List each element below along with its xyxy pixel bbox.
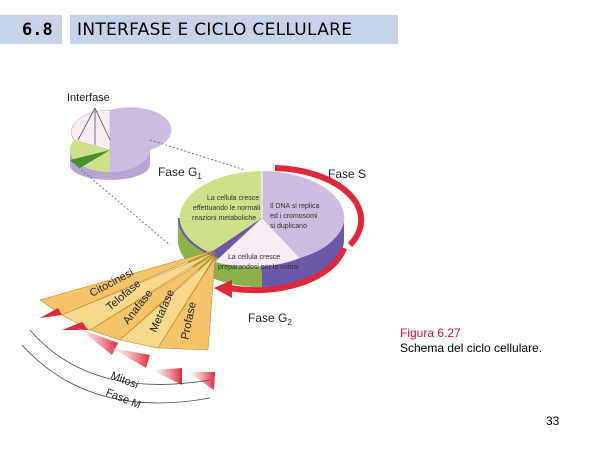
- cycle-arrow-bottom: [229, 246, 347, 294]
- section-number: 6.8: [22, 20, 53, 40]
- g1-label: Fase G1: [158, 165, 202, 181]
- small-pie-s: [110, 107, 172, 172]
- fan-sector-citocinesi: [39, 249, 216, 316]
- pointer-line-1: [77, 107, 96, 141]
- arrow-2: [62, 322, 88, 330]
- pie-slice-g1-lower: [180, 218, 262, 253]
- m-phase-label: Fase M: [104, 387, 143, 412]
- cycle-arrow-top: [274, 165, 365, 248]
- fan-sector-anafase: [89, 253, 216, 341]
- m-phase-arc: [21, 344, 211, 404]
- s-text-line-3: si duplicano: [270, 223, 307, 230]
- fan-sector-profase: [157, 257, 216, 351]
- pie-slice-g1: [179, 171, 262, 222]
- cycle-arrowhead: [214, 280, 232, 298]
- figure-caption-text: Schema del ciclo cellulare.: [400, 341, 543, 355]
- arrow-4: [112, 348, 150, 368]
- arrow-3: [78, 328, 118, 355]
- interphase-small-pie: [69, 107, 172, 180]
- g2-text-line-1: La cellula cresce: [228, 254, 280, 261]
- g2-text-line-2: preparandosi per la mitosi: [218, 264, 299, 271]
- fan-sector-metafase: [119, 255, 216, 349]
- pointer-line-2: [94, 107, 111, 141]
- arrow-1: [40, 308, 62, 318]
- figure-caption-label: Figura 6.27: [400, 326, 461, 340]
- page-number: 33: [546, 414, 560, 428]
- fan-sector-telofase: [61, 251, 216, 331]
- section-title: INTERFASE E CICLO CELLULARE: [77, 20, 353, 40]
- projection-line-2: [149, 139, 246, 171]
- s-label: Fase S: [328, 167, 366, 181]
- small-pie-mitosis: [70, 150, 110, 168]
- projection-line-1: [71, 161, 171, 246]
- g2-label: Fase G2: [248, 311, 292, 327]
- s-text-line-1: Il DNA si replica: [270, 203, 320, 210]
- arrow-5: [152, 368, 182, 385]
- mitosis-arc: [29, 329, 211, 385]
- pie-slice-g2: [214, 217, 301, 268]
- g1-text-line-2: effettuando le normali: [193, 205, 261, 212]
- pie-slice-s: [262, 171, 345, 258]
- mitosis-fan: [39, 249, 216, 351]
- header-divider: [62, 15, 70, 44]
- g1-text-line-1: La cellula cresce: [207, 195, 259, 202]
- interphase-label: Interfase: [67, 92, 110, 104]
- s-text-line-2: ed i cromosomi: [270, 213, 318, 220]
- g1-text-line-3: reazioni metaboliche: [192, 215, 256, 222]
